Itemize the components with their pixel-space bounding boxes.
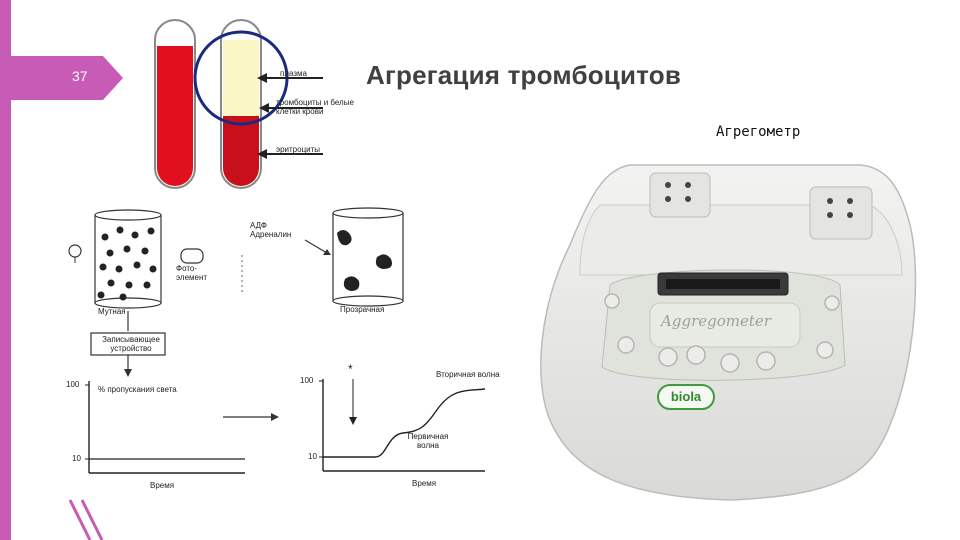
cloudy-beaker — [94, 209, 162, 309]
graph2-xlabel: Время — [412, 479, 437, 488]
panel-button-7[interactable] — [604, 293, 620, 309]
graph-after — [319, 379, 486, 472]
graph1-y-bottom: 10 — [72, 454, 81, 463]
graph1-y-top: 100 — [66, 380, 80, 389]
aggregometer-device — [540, 164, 917, 501]
panel-button-1[interactable] — [658, 347, 678, 367]
panel-button-2[interactable] — [686, 345, 706, 365]
panel-button-8[interactable] — [824, 295, 840, 311]
photocell-icon — [180, 248, 204, 264]
reagents-label: АДФ Адреналин — [250, 221, 292, 239]
panel-button-5[interactable] — [617, 336, 635, 354]
brand-badge — [657, 384, 715, 410]
logo-panel — [649, 302, 801, 348]
graph2-y-top: 100 — [300, 376, 314, 385]
marker-asterisk: * — [348, 362, 353, 376]
lamp-icon — [68, 244, 82, 263]
aggregation-diagram — [68, 207, 486, 474]
graph-ylabel: % пропускания света — [98, 385, 177, 394]
slide-number: 37 — [72, 68, 88, 84]
tube-label-erythrocytes: эритроциты — [276, 145, 321, 154]
graph1-xlabel: Время — [150, 481, 175, 490]
device-screen-logo: Aggregometer — [661, 312, 771, 330]
clear-beaker — [332, 207, 404, 307]
slide-number-tab — [11, 56, 123, 100]
aggregation-curve — [323, 388, 486, 458]
cloudy-label: Мутная — [98, 307, 126, 316]
primary-wave-label: Первичная волна — [407, 432, 449, 450]
panel-button-3[interactable] — [720, 353, 740, 373]
well-block-left — [649, 172, 711, 218]
photocell-label: Фото-элемент — [176, 264, 208, 282]
slide-title: Агрегация тромбоцитов — [366, 60, 682, 90]
device-caption: Агрегометр — [716, 124, 801, 140]
device-brand: biola — [670, 389, 702, 404]
panel-button-4[interactable] — [756, 351, 776, 371]
panel-button-6[interactable] — [816, 341, 834, 359]
well-block-right — [809, 186, 873, 240]
secondary-wave-label: Вторичная волна — [436, 370, 500, 379]
corner-decoration — [68, 499, 104, 540]
graph2-y-bottom: 10 — [308, 452, 317, 461]
blood-tubes-figure — [154, 19, 323, 189]
graph-before — [85, 381, 245, 474]
tube-label-platelets: тромбоциты и белые клетки крови — [276, 98, 354, 116]
clear-label: Прозрачная — [340, 305, 385, 314]
tube-label-plasma: плазма — [280, 69, 307, 78]
recorder-label: Записывающее устройство — [102, 335, 160, 353]
left-accent-bar — [0, 0, 11, 540]
